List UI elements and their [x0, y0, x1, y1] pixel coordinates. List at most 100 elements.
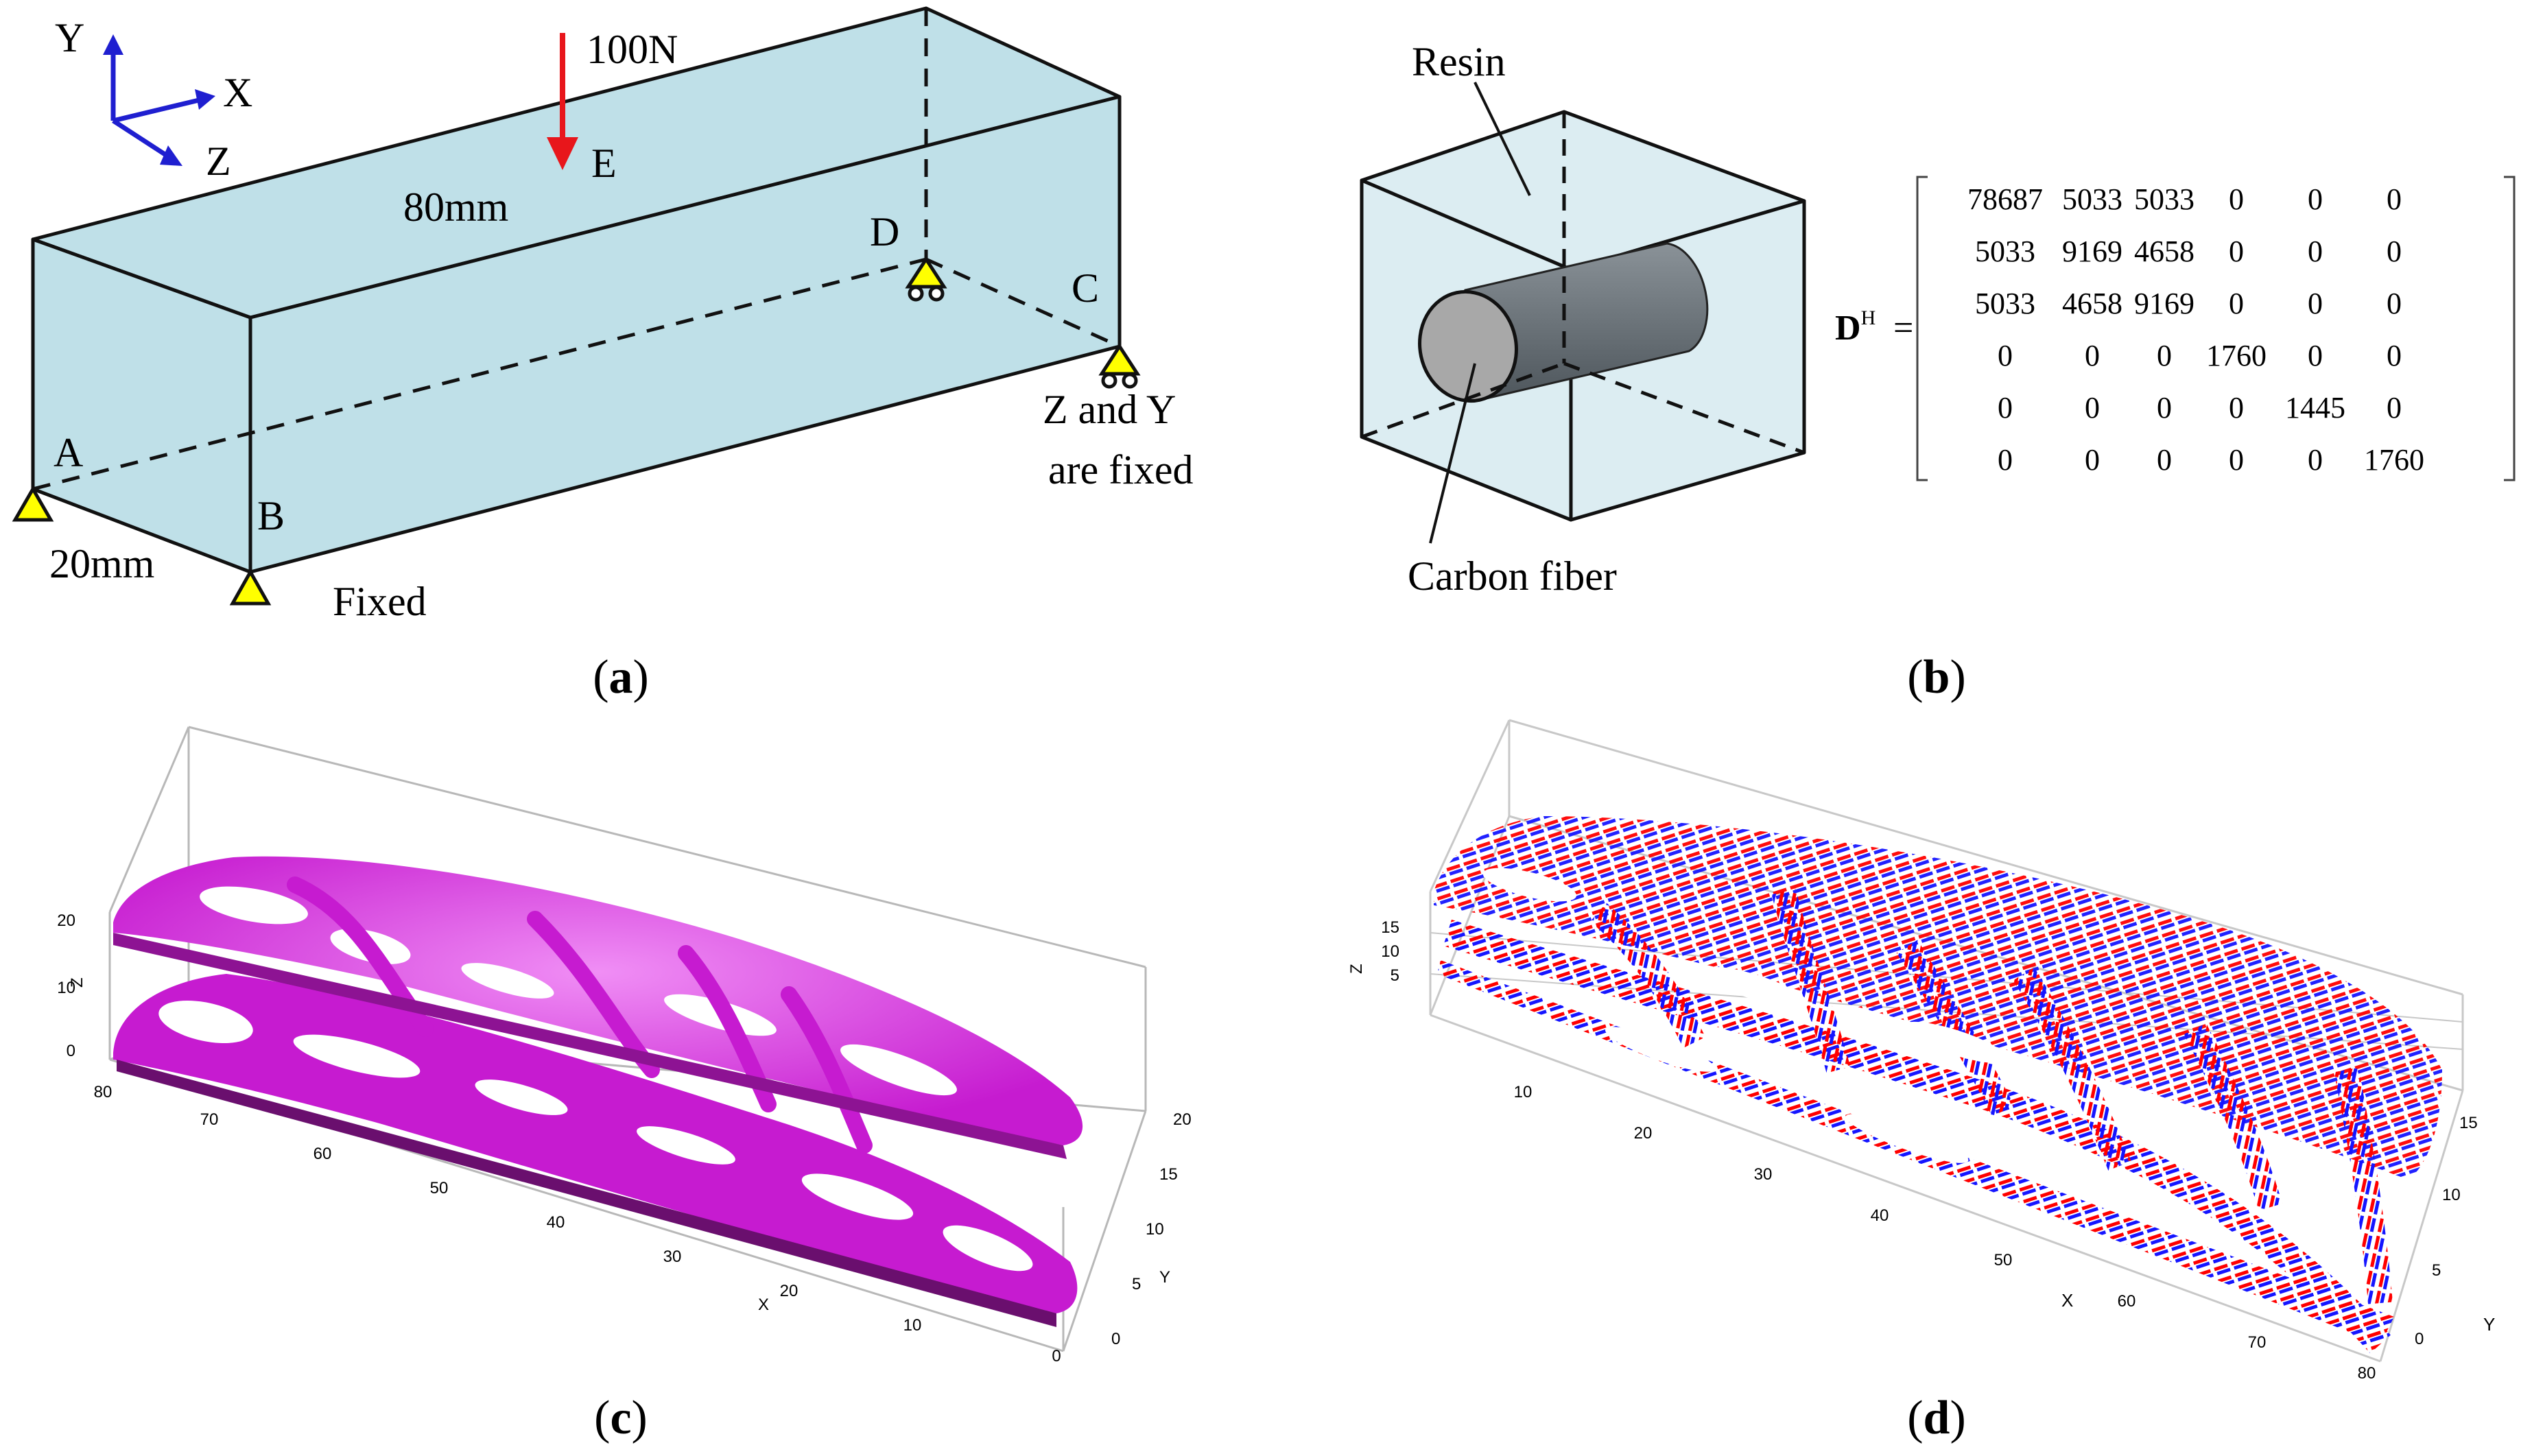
matrix-cell: 0	[2229, 235, 2244, 268]
x-tick-label: 70	[200, 1110, 219, 1129]
matrix-cell: 4658	[2062, 287, 2122, 320]
matrix-cell: 1760	[2206, 339, 2267, 372]
matrix-cell: 0	[1998, 443, 2013, 477]
panel-d-y-axis-label: Y	[2483, 1314, 2495, 1335]
matrix-cell: 0	[2229, 443, 2244, 477]
x-tick-label: 10	[903, 1316, 922, 1335]
fiber-orientation-field	[1434, 816, 2442, 1354]
width-label: 20mm	[49, 541, 154, 586]
x-tick-label: 40	[547, 1213, 565, 1232]
zy-fixed-label-line2: are fixed	[1048, 447, 1194, 492]
x-tick-label: 20	[780, 1282, 798, 1300]
matrix-cell: 9169	[2062, 235, 2122, 268]
axis-x-label: X	[223, 70, 252, 115]
y-tick-label: 0	[1111, 1330, 1120, 1348]
x-tick-label: 30	[1754, 1165, 1773, 1184]
topology-top-layer	[113, 856, 1083, 1159]
y-tick-label: 15	[1159, 1165, 1178, 1184]
matrix-left-bracket	[1916, 176, 1928, 481]
matrix-cell: 1760	[2364, 443, 2424, 477]
y-tick-label: 0	[2415, 1330, 2424, 1348]
matrix-cell: 5033	[2062, 182, 2122, 216]
matrix-cell: 0	[1998, 339, 2013, 372]
matrix-cell: 0	[2157, 339, 2172, 372]
z-tick-label: 5	[1391, 966, 1399, 985]
matrix-cell: 78687	[1967, 182, 2043, 216]
matrix-cell: 5033	[1975, 235, 2035, 268]
matrix-cell: 0	[2308, 182, 2323, 216]
y-tick-label: 5	[1132, 1275, 1141, 1293]
y-tick-label: 5	[2432, 1261, 2441, 1280]
x-tick-label: 80	[94, 1083, 113, 1101]
point-d-label: D	[870, 209, 899, 254]
fixed-label: Fixed	[333, 579, 427, 624]
z-tick-label: 20	[57, 911, 75, 930]
matrix-cell: 0	[2085, 443, 2100, 477]
point-e-label: E	[591, 141, 617, 186]
matrix-cell: 0	[2308, 235, 2323, 268]
length-label: 80mm	[403, 184, 508, 230]
x-tick-label: 60	[2118, 1292, 2136, 1311]
axis-y-label: Y	[55, 15, 84, 60]
caption-a: (a)	[593, 651, 649, 704]
panel-d-z-axis-label: Z	[1347, 964, 1366, 974]
matrix-cell: 0	[2229, 287, 2244, 320]
y-tick-label: 10	[2442, 1186, 2461, 1204]
z-tick-label: 15	[1381, 918, 1399, 937]
caption-d: (d)	[1907, 1392, 1966, 1444]
matrix-cell: 0	[2308, 443, 2323, 477]
matrix-cell: 0	[2308, 339, 2323, 372]
coordinate-axes	[103, 34, 215, 166]
panel-c-z-axis-label: Z	[68, 977, 86, 988]
stiffness-matrix: 78687 5033 5033 0 0 0 5033 9169 4658 0 0 0 5033 4658 9…	[1967, 182, 2424, 477]
matrix-cell: 9169	[2134, 287, 2194, 320]
roller-support-c-icon	[1098, 343, 1141, 389]
x-tick-label: 10	[1514, 1083, 1533, 1101]
panel-d-x-axis-label: X	[2061, 1290, 2073, 1311]
roller-support-d-icon	[905, 256, 947, 302]
caption-c: (c)	[594, 1392, 648, 1444]
x-tick-label: 30	[663, 1248, 682, 1266]
fiber-cylinder	[1418, 242, 1709, 403]
panel-c-x-axis-label: X	[758, 1296, 769, 1314]
z-tick-label: 10	[1381, 942, 1399, 961]
x-tick-label: 60	[313, 1145, 332, 1163]
point-b-label: B	[257, 493, 285, 538]
matrix-cell: 0	[2229, 391, 2244, 425]
matrix-cell: 0	[2157, 391, 2172, 425]
x-tick-label: 80	[2358, 1364, 2376, 1383]
resin-label: Resin	[1412, 39, 1506, 84]
zy-fixed-label-line1: Z and Y	[1043, 387, 1176, 432]
hidden-edges	[32, 8, 1121, 491]
matrix-right-bracket	[2504, 176, 2516, 481]
matrix-cell: 0	[2387, 339, 2402, 372]
x-tick-label: 0	[1052, 1347, 1061, 1365]
matrix-cell: 4658	[2134, 235, 2194, 268]
force-label: 100N	[587, 27, 678, 72]
support-a-icon	[12, 486, 54, 522]
cube-hidden-edges	[1361, 112, 1805, 455]
x-tick-label: 20	[1634, 1124, 1653, 1143]
matrix-cell: 1445	[2285, 391, 2345, 425]
force-arrow	[547, 33, 578, 170]
matrix-cell: 0	[2387, 182, 2402, 216]
x-tick-label: 70	[2248, 1333, 2267, 1352]
y-tick-label: 15	[2459, 1114, 2478, 1132]
matrix-cell: 0	[2085, 391, 2100, 425]
matrix-cell: 5033	[2134, 182, 2194, 216]
point-c-label: C	[1072, 265, 1099, 311]
matrix-cell: 0	[2229, 182, 2244, 216]
x-tick-label: 50	[1994, 1251, 2013, 1269]
caption-b: (b)	[1907, 651, 1966, 704]
matrix-cell: 0	[2387, 235, 2402, 268]
matrix-cell: 5033	[1975, 287, 2035, 320]
matrix-equals: =	[1893, 309, 1913, 348]
matrix-cell: 0	[2387, 287, 2402, 320]
